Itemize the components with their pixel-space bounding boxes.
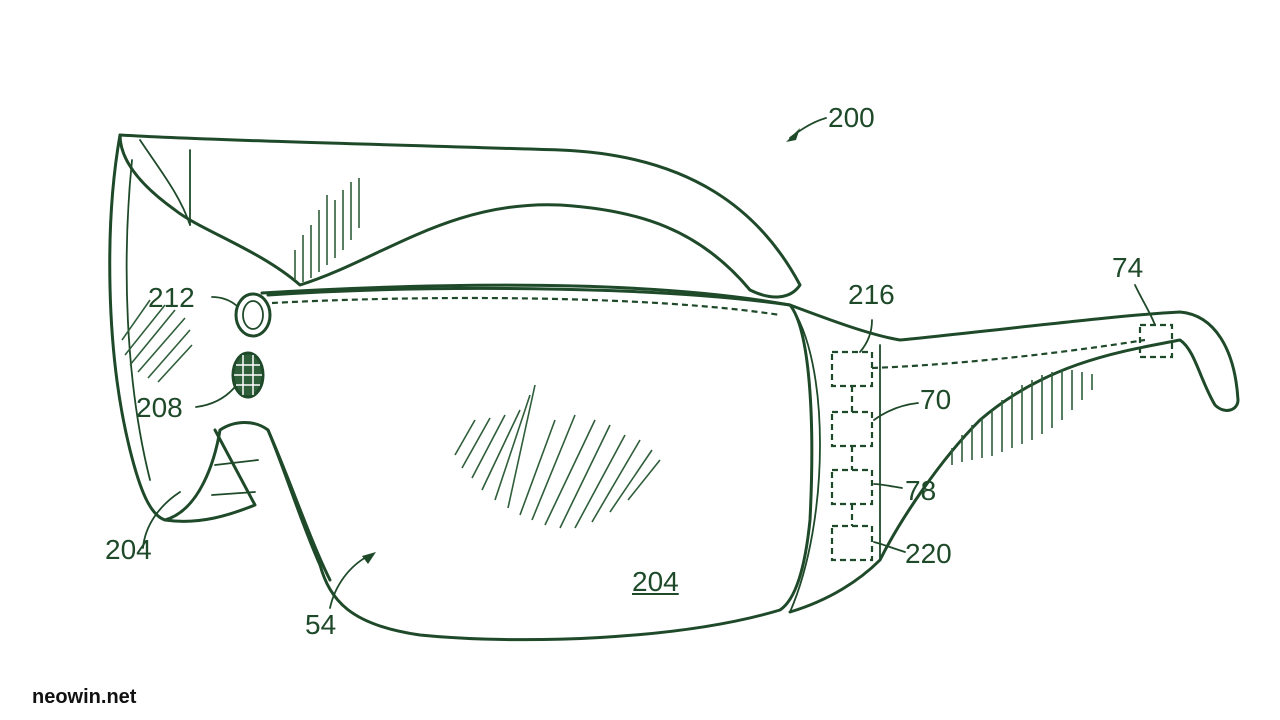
hatch-left-lens xyxy=(121,299,193,383)
leader-lines xyxy=(142,117,1156,609)
ref-label-204-left: 204 xyxy=(105,534,152,565)
nose-strap-band-2 xyxy=(211,491,256,496)
left-lens-panel xyxy=(108,133,257,523)
nose-strap xyxy=(163,421,332,582)
frame-top-rim xyxy=(260,283,1240,614)
hatch-main-lens xyxy=(454,384,661,529)
ref-label-212: 212 xyxy=(148,282,195,313)
main-lens xyxy=(266,286,814,642)
lens-right-edge xyxy=(789,304,821,613)
leader-arrowheads xyxy=(362,128,800,564)
left-lens-inner-line xyxy=(125,159,151,481)
sensor-212 xyxy=(234,292,272,338)
hatch-temple xyxy=(951,370,1093,465)
watermark: neowin.net xyxy=(32,686,137,708)
ref-label-200: 200 xyxy=(828,102,875,133)
sensor-212-inner xyxy=(242,300,264,330)
component-78-box xyxy=(830,468,874,506)
ref-label-204-lens: 204 xyxy=(632,566,679,597)
component-220-box xyxy=(830,524,874,562)
ref-label-220: 220 xyxy=(905,538,952,569)
nose-strap-band-1 xyxy=(214,459,259,466)
ref-label-74: 74 xyxy=(1112,252,1144,283)
ref-label-216: 216 xyxy=(848,279,895,310)
component-74-box xyxy=(1138,323,1174,359)
headband-outer xyxy=(118,133,802,299)
headband-inner-edge xyxy=(139,139,191,226)
ref-label-70: 70 xyxy=(920,384,952,415)
sensor-208-grid xyxy=(234,355,262,395)
hatch-headband xyxy=(294,178,360,282)
ref-label-54: 54 xyxy=(305,609,337,640)
component-70-box xyxy=(830,410,874,448)
temple-dashed-wire xyxy=(871,338,1146,370)
ref-label-208: 208 xyxy=(136,392,183,423)
lens-top-dashed xyxy=(271,296,781,317)
component-216-box xyxy=(830,350,874,388)
ref-label-78: 78 xyxy=(905,475,937,506)
